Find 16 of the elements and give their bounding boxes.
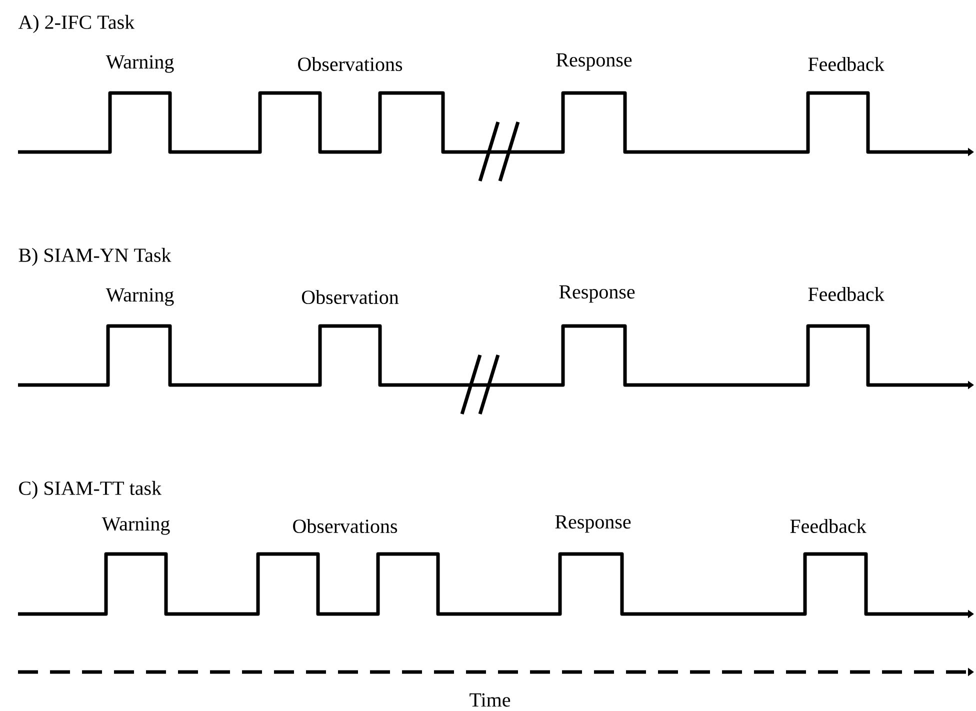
- interval-label: Observations: [293, 518, 398, 534]
- interval-label: Observations: [298, 56, 402, 72]
- interval-label: Feedback: [808, 286, 884, 302]
- interval-label: Feedback: [808, 56, 884, 72]
- interval-label: Feedback: [790, 518, 866, 534]
- interval-label: Response: [556, 53, 632, 71]
- interval-label: Warning: [102, 517, 170, 535]
- interval-label: Response: [555, 515, 631, 533]
- panel-heading: C) SIAM-TT task: [19, 480, 162, 500]
- interval-label: Observation: [302, 290, 399, 304]
- axis-label: Time: [470, 693, 510, 707]
- interval-label: Response: [559, 285, 635, 303]
- interval-label: Warning: [106, 288, 174, 306]
- interval-label: Warning: [106, 55, 174, 73]
- panel-heading: A) 2-IFC Task: [18, 14, 135, 34]
- panel-heading: B) SIAM-YN Task: [18, 248, 172, 266]
